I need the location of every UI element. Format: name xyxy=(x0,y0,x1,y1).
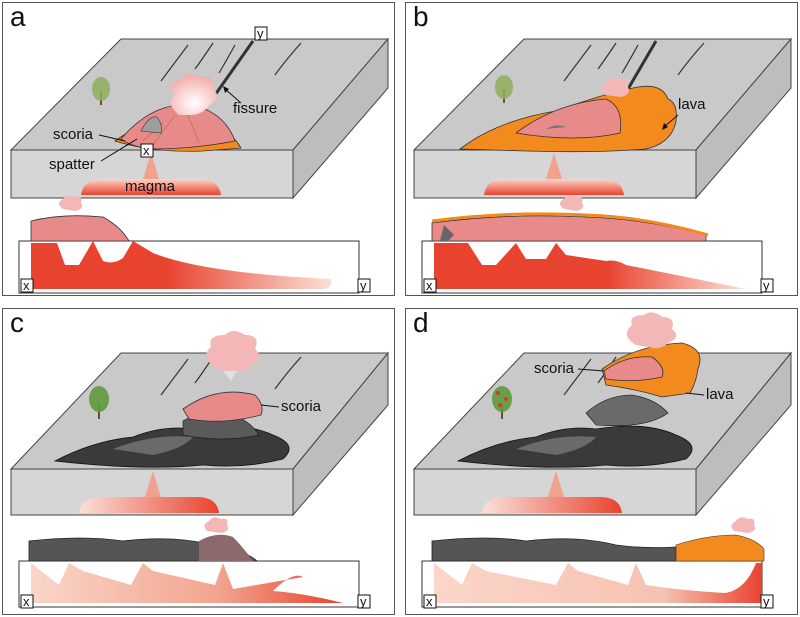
section-magma xyxy=(31,241,332,289)
tree-icon xyxy=(492,386,512,419)
section-start-label: x xyxy=(23,278,30,293)
start-marker-box xyxy=(140,143,154,158)
diagram-d: scoria lava x y xyxy=(412,312,793,609)
section-start-label: x xyxy=(426,594,433,609)
scoria-cone xyxy=(603,356,664,381)
end-marker-box xyxy=(254,26,268,41)
panel-label: b xyxy=(413,2,429,32)
section-end-label: y xyxy=(360,594,367,609)
spatter-cone xyxy=(140,116,162,134)
scoria-cone xyxy=(182,391,263,422)
lava-label: lava xyxy=(706,386,734,403)
end-marker-label: y xyxy=(257,26,264,41)
scoria-label: scoria xyxy=(53,126,94,143)
section-end-label: y xyxy=(763,594,770,609)
panel-label: c xyxy=(10,308,24,338)
section-start-label: x xyxy=(23,594,30,609)
lava-label: lava xyxy=(678,96,706,113)
panel-a: a magma xyxy=(2,2,395,296)
panel-b: b lava xyxy=(405,2,798,296)
magma-label: magma xyxy=(125,178,176,195)
section-end-label: y xyxy=(360,278,367,293)
diagram-b: lava x y xyxy=(412,37,793,294)
scoria-label: scoria xyxy=(281,398,322,415)
diagram-a: magma y fissure scoria spatter x x xyxy=(9,26,390,294)
panel-label: a xyxy=(10,2,26,32)
vent-plume-icon xyxy=(170,74,218,115)
panel-c: c scoria xyxy=(2,308,395,615)
fissures xyxy=(160,40,302,96)
tree-icon xyxy=(495,75,513,103)
spatter-label: spatter xyxy=(49,156,95,173)
fissure-label: fissure xyxy=(233,100,277,117)
section-start-label: x xyxy=(426,278,433,293)
section-end-label: y xyxy=(763,278,770,293)
magma-chamber xyxy=(81,179,221,195)
plateau-side xyxy=(292,37,389,200)
panel-label: d xyxy=(413,308,429,338)
panel-d: d scoria lava xyxy=(405,308,798,615)
tree-icon xyxy=(89,386,109,419)
start-marker-label: x xyxy=(143,143,150,158)
tree-icon xyxy=(92,77,110,105)
scoria-label: scoria xyxy=(534,360,575,377)
diagram-c: scoria x y xyxy=(9,331,390,609)
section-scoria xyxy=(30,215,130,242)
